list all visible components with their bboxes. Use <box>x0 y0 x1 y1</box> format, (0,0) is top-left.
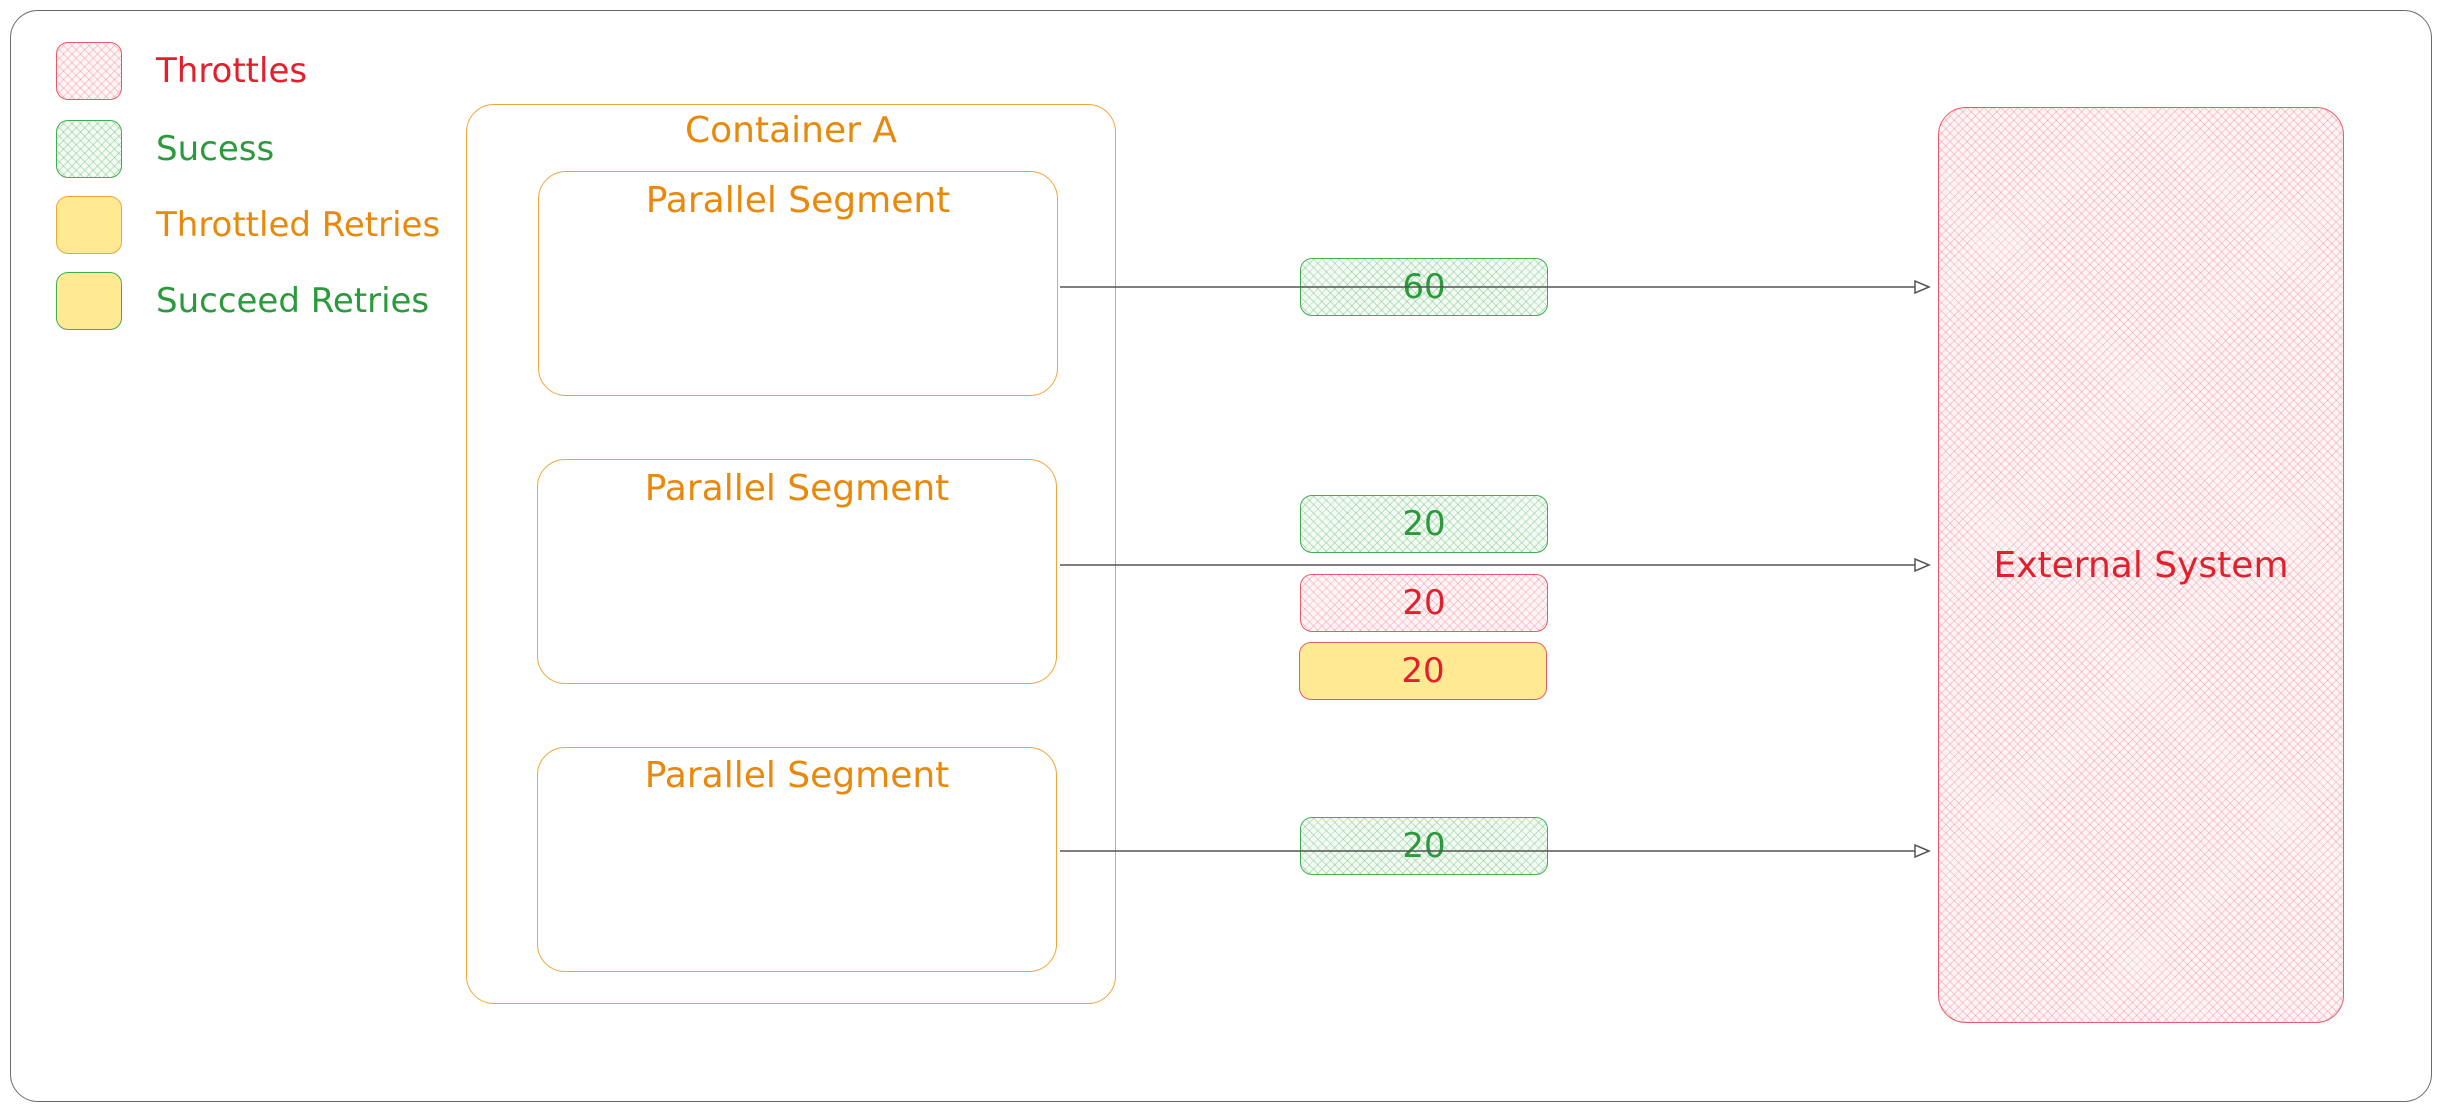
legend-label-throttled-retries: Throttled Retries <box>156 205 441 245</box>
flow-1-arrowhead <box>1914 279 1931 295</box>
parallel-segment-2[interactable] <box>537 459 1057 684</box>
flow-2-success-label: 20 <box>1300 495 1548 553</box>
parallel-segment-1[interactable] <box>538 171 1058 396</box>
parallel-segment-3-title: Parallel Segment <box>644 755 950 796</box>
legend-label-succeed-retries: Succeed Retries <box>156 281 430 321</box>
flow-2-arrowhead <box>1914 557 1931 573</box>
flow-2-throttle-label: 20 <box>1300 574 1548 632</box>
parallel-segment-2-title: Parallel Segment <box>644 468 950 509</box>
legend-label-throttles: Throttles <box>156 51 308 91</box>
flow-3-success-label: 20 <box>1300 817 1548 875</box>
parallel-segment-1-title: Parallel Segment <box>645 180 951 221</box>
external-system[interactable]: External System <box>1938 107 2344 1023</box>
flow-3-arrowhead <box>1914 843 1931 859</box>
container-a[interactable] <box>466 104 1116 1004</box>
container-a-title: Container A <box>685 110 897 151</box>
parallel-segment-3[interactable] <box>537 747 1057 972</box>
flow-2-throttled-retry-label: 20 <box>1299 642 1547 700</box>
legend-swatch-success <box>56 120 122 178</box>
legend-swatch-succeed-retries <box>56 272 122 330</box>
legend-swatch-throttled-retries <box>56 196 122 254</box>
external-system-label: External System <box>1993 544 2289 586</box>
legend-label-success: Sucess <box>156 129 275 169</box>
legend-swatch-throttles <box>56 42 122 100</box>
diagram-frame <box>10 10 2432 1102</box>
